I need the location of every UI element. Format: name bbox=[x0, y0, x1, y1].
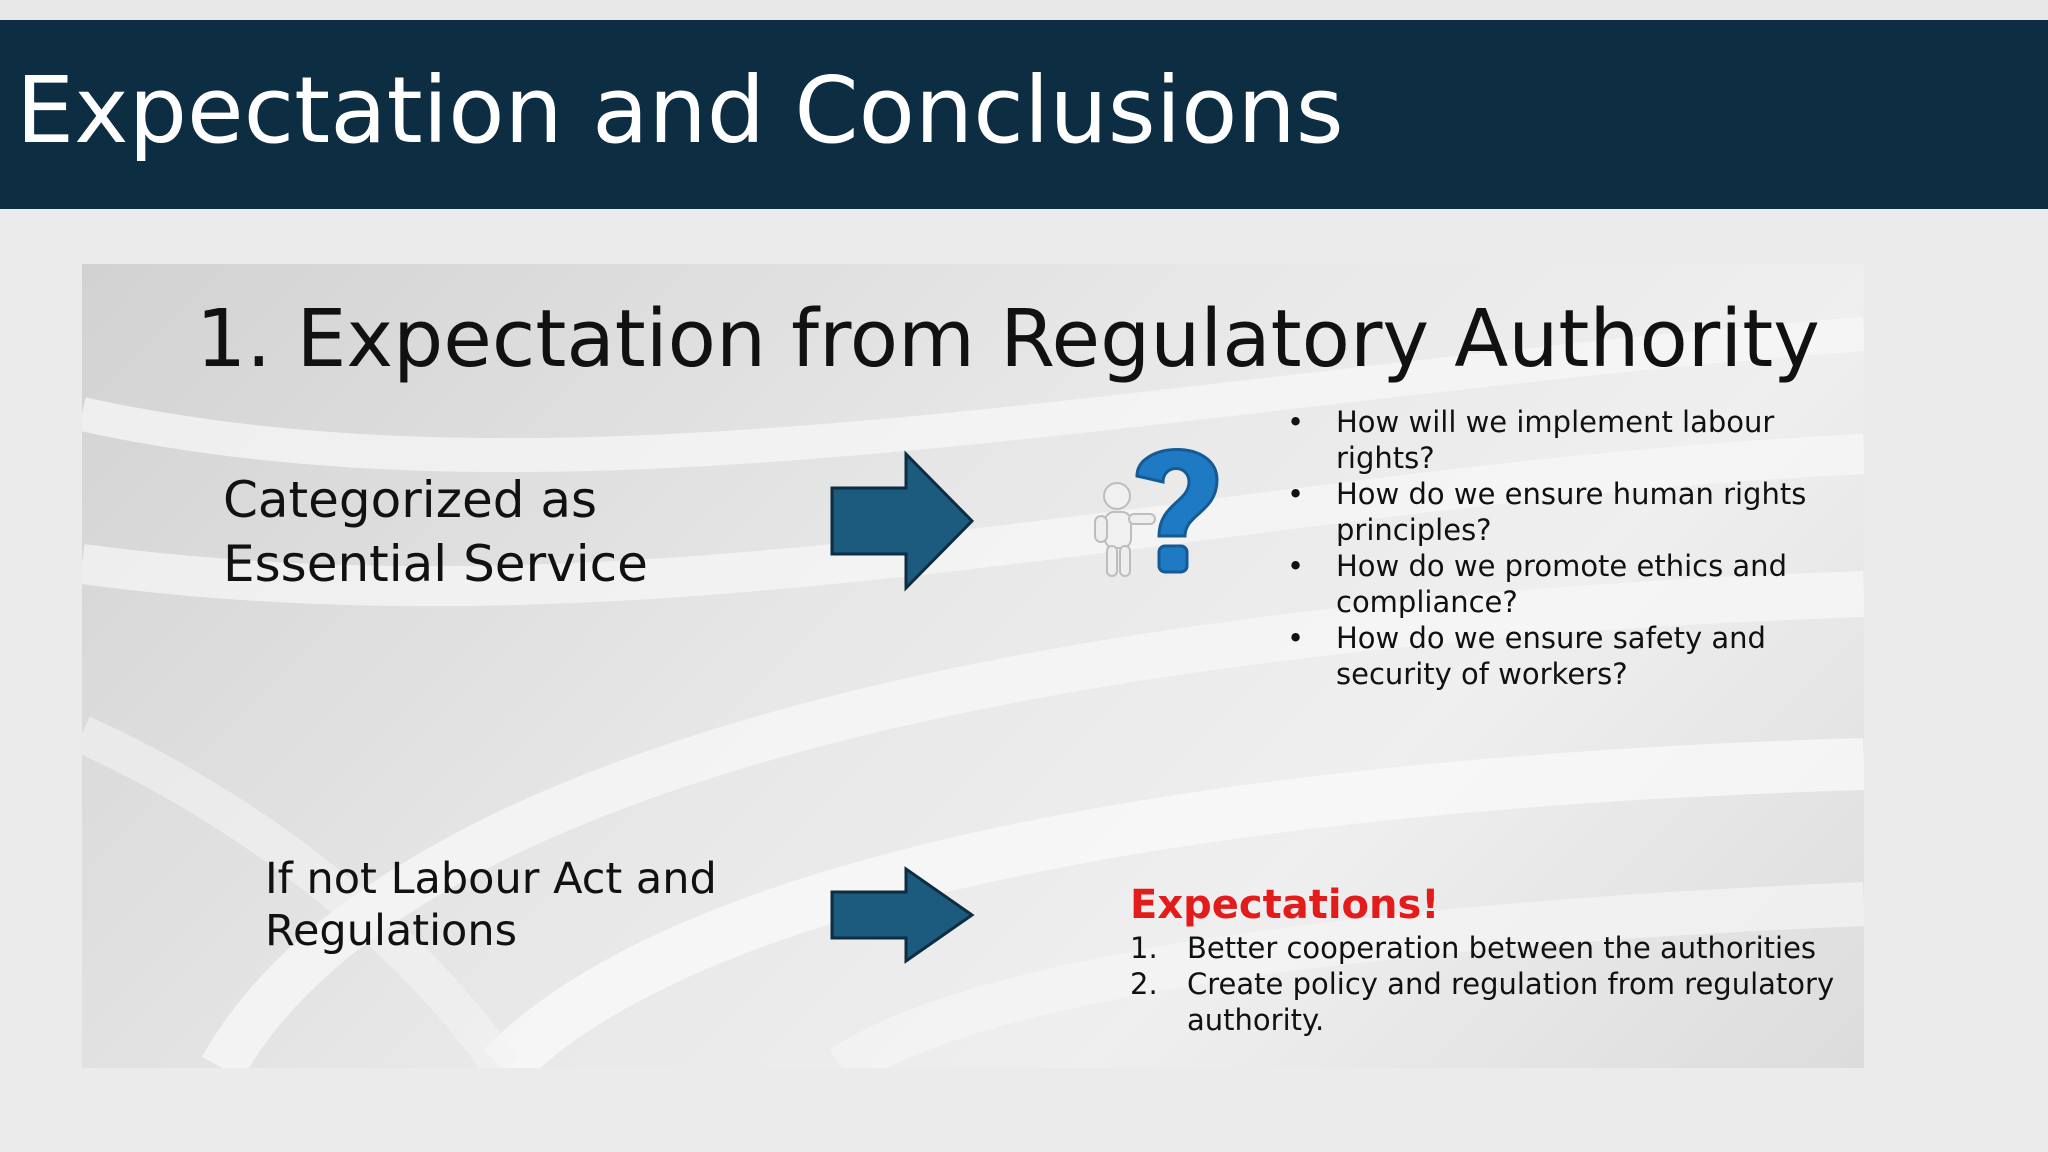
if-not-label: If not Labour Act and Regulations bbox=[265, 853, 717, 957]
right-arrow-icon bbox=[830, 450, 975, 592]
question-mark-figure-icon bbox=[1094, 448, 1219, 577]
expectation-item: 2. Create policy and regulation from reg… bbox=[1130, 966, 1850, 1038]
expectation-text: Better cooperation between the authoriti… bbox=[1187, 931, 1817, 965]
expectation-item: 1. Better cooperation between the author… bbox=[1130, 930, 1850, 966]
categorized-label: Categorized as Essential Service bbox=[223, 468, 648, 596]
expectation-number: 2. bbox=[1130, 967, 1158, 1001]
question-item: How do we ensure human rights principles… bbox=[1287, 476, 1847, 548]
question-item: How do we promote ethics and compliance? bbox=[1287, 548, 1847, 620]
expectation-text: Create policy and regulation from regula… bbox=[1187, 967, 1835, 1037]
question-list: How will we implement labour rights? How… bbox=[1287, 404, 1847, 692]
if-not-line-2: Regulations bbox=[265, 906, 518, 956]
question-item: How do we ensure safety and security of … bbox=[1287, 620, 1847, 692]
question-item: How will we implement labour rights? bbox=[1287, 404, 1847, 476]
expectations-list: 1. Better cooperation between the author… bbox=[1130, 930, 1850, 1038]
title-bar bbox=[0, 20, 2048, 209]
categorized-line-2: Essential Service bbox=[223, 535, 648, 593]
section-subtitle: 1. Expectation from Regulatory Authority bbox=[196, 293, 1820, 385]
right-arrow-icon bbox=[830, 866, 975, 964]
expectations-heading: Expectations! bbox=[1130, 882, 1440, 928]
slide-title: Expectation and Conclusions bbox=[16, 57, 1344, 164]
categorized-line-1: Categorized as bbox=[223, 471, 598, 529]
expectation-number: 1. bbox=[1130, 931, 1158, 965]
if-not-line-1: If not Labour Act and bbox=[265, 854, 717, 904]
